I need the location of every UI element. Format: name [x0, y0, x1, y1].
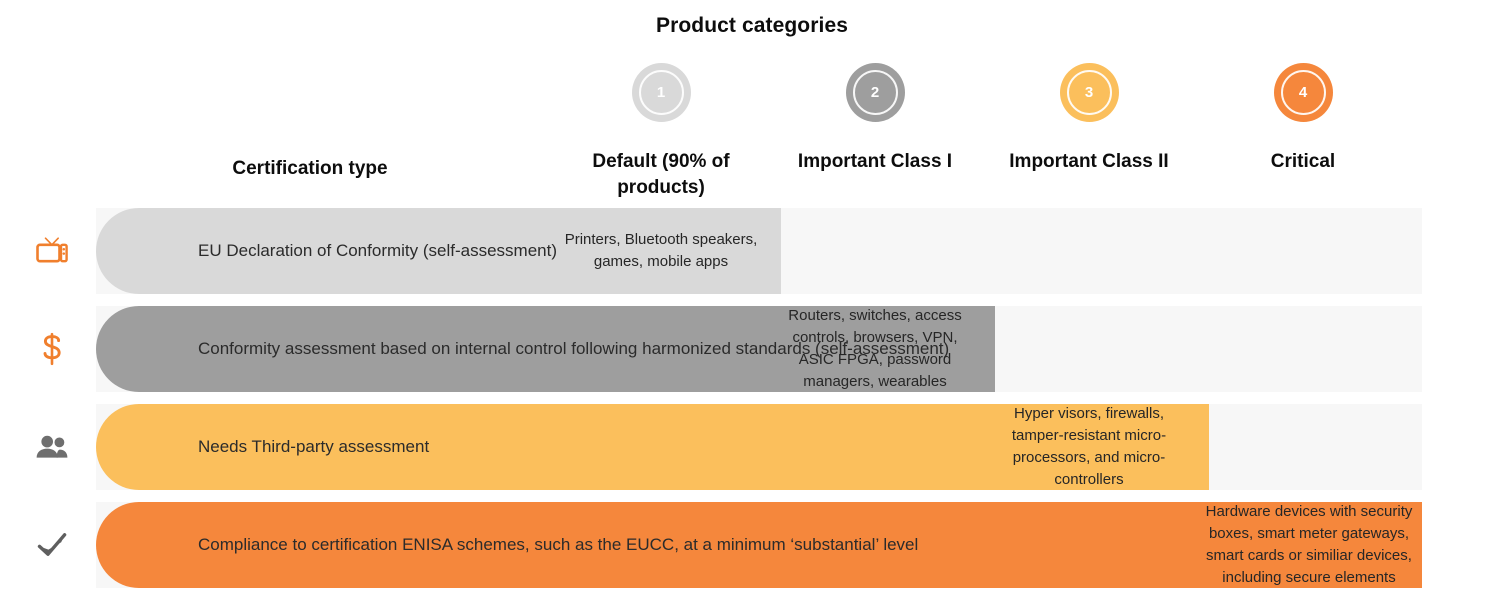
certification-type-header: Certification type [232, 158, 388, 179]
table-row[interactable]: Compliance to certification ENISA scheme… [0, 502, 1504, 588]
row-bar [96, 502, 1422, 588]
column-headers: Certification type 1 Default (90% of pro… [0, 58, 1504, 198]
category-label-3: Important Class II [1009, 151, 1169, 172]
row-cell-category-2: Routers, switches, access controls, brow… [788, 307, 962, 390]
page-title: Product categories [0, 14, 1504, 38]
category-label-1: Default (90% of products) [592, 151, 730, 198]
table-row[interactable]: Needs Third-party assessment Hyper visor… [0, 404, 1504, 490]
category-header-2[interactable]: 2 Important Class I [768, 58, 982, 175]
category-label-4: Critical [1270, 151, 1336, 172]
badge-ring-icon [1280, 70, 1326, 115]
category-badge-1: 1 [631, 63, 691, 122]
row-bar [96, 208, 781, 294]
page-title-text: Product categories [655, 14, 849, 37]
category-badge-2: 2 [845, 63, 905, 122]
category-header-3[interactable]: 3 Important Class II [982, 58, 1196, 175]
category-header-4[interactable]: 4 Critical [1196, 58, 1410, 175]
table-row[interactable]: EU Declaration of Conformity (self-asses… [0, 208, 1504, 294]
matrix-rows: EU Declaration of Conformity (self-asses… [0, 208, 1504, 600]
category-number-3: 3 [1084, 84, 1094, 101]
row-label: Needs Third-party assessment [198, 437, 430, 456]
row-cell-category-4: Hardware devices with security boxes, sm… [1205, 503, 1413, 586]
category-number-1: 1 [656, 84, 666, 101]
badge-ring-icon [1066, 70, 1112, 115]
badge-ring-icon [638, 70, 684, 115]
badge-ring-icon [852, 70, 898, 115]
row-label: Compliance to certification ENISA scheme… [198, 535, 919, 554]
category-label-2: Important Class I [797, 151, 953, 172]
dollar-icon [22, 319, 82, 379]
row-label: Conformity assessment based on internal … [198, 339, 950, 358]
check-icon [22, 515, 82, 575]
category-number-2: 2 [870, 84, 880, 101]
row-label: EU Declaration of Conformity (self-asses… [198, 241, 558, 260]
category-header-1[interactable]: 1 Default (90% of products) [554, 58, 768, 201]
category-number-4: 4 [1298, 84, 1308, 101]
category-badge-3: 3 [1059, 63, 1119, 122]
row-cell-category-1: Printers, Bluetooth speakers, games, mob… [564, 231, 758, 270]
category-badge-4: 4 [1273, 63, 1333, 122]
tv-icon [22, 221, 82, 281]
people-icon [22, 417, 82, 477]
table-row[interactable]: Conformity assessment based on internal … [0, 306, 1504, 392]
row-bar [96, 306, 995, 392]
row-bar [96, 404, 1209, 490]
row-cell-category-3: Hyper visors, firewalls, tamper-resistan… [1011, 405, 1167, 488]
